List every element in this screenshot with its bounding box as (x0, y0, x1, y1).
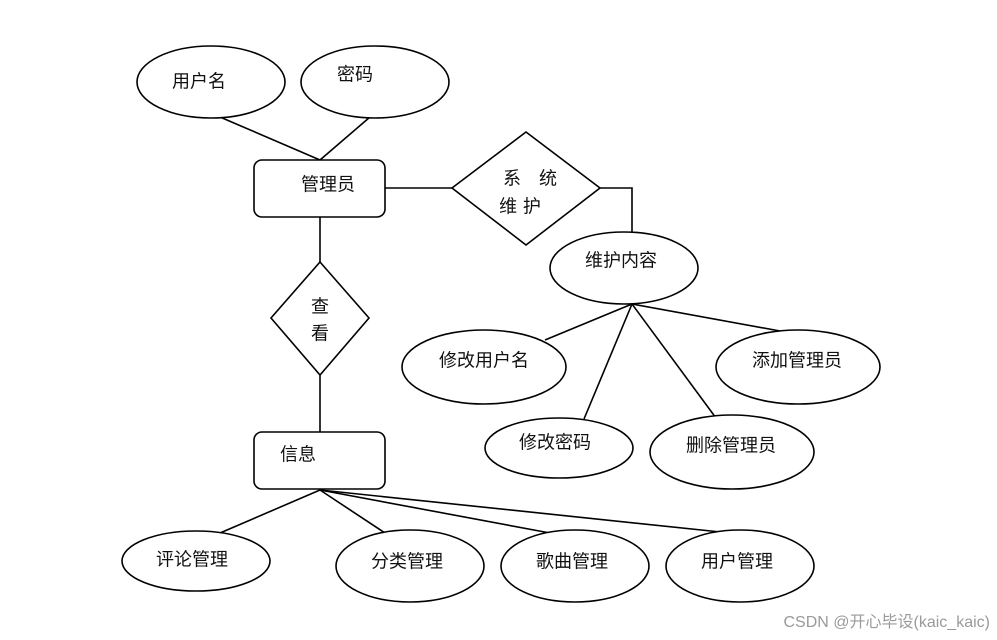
relationship-view: 查 看 (269, 260, 371, 377)
attribute-username: 用户名 (136, 45, 286, 119)
attribute-comment-mgmt-label: 评论管理 (156, 550, 228, 571)
attribute-comment-mgmt: 评论管理 (121, 530, 271, 592)
attribute-username-label: 用户名 (172, 72, 226, 93)
attribute-add-admin: 添加管理员 (715, 329, 881, 405)
attribute-category-mgmt-label: 分类管理 (371, 552, 443, 573)
relationship-maintain-line2: 维 护 (499, 197, 541, 218)
edge-username-admin (219, 116, 321, 161)
edge-info-category (319, 489, 386, 534)
entity-info-label: 信息 (280, 445, 316, 466)
edge-content-add-admin (631, 303, 781, 332)
attribute-modify-password-label: 修改密码 (519, 433, 591, 454)
edge-content-modify-username (544, 303, 633, 341)
attribute-add-admin-label: 添加管理员 (752, 351, 842, 372)
edge-password-admin (319, 116, 371, 161)
edge-info-comment (219, 489, 321, 534)
attribute-maintain-content: 维护内容 (549, 231, 699, 305)
relationship-view-line1: 查 (311, 297, 329, 318)
attribute-user-mgmt-label: 用户管理 (701, 552, 773, 573)
entity-admin: 管理员 (253, 159, 386, 218)
attribute-modify-username-label: 修改用户名 (439, 351, 529, 372)
entity-info: 信息 (253, 431, 386, 490)
watermark-text: CSDN @开心毕设(kaic_kaic) (784, 613, 991, 631)
connectors (219, 116, 781, 534)
attribute-delete-admin: 删除管理员 (649, 414, 815, 490)
relationship-view-line2: 看 (311, 324, 329, 345)
attribute-song-mgmt-label: 歌曲管理 (536, 552, 608, 573)
edge-info-user (319, 489, 731, 534)
attribute-user-mgmt: 用户管理 (665, 529, 815, 603)
edge-content-delete-admin (631, 303, 717, 419)
attribute-delete-admin-label: 删除管理员 (686, 436, 776, 457)
attribute-modify-username: 修改用户名 (401, 329, 567, 405)
attribute-category-mgmt: 分类管理 (335, 529, 485, 603)
edge-maintain-content (600, 187, 633, 236)
attribute-maintain-content-label: 维护内容 (585, 251, 657, 272)
attribute-password: 密码 (300, 45, 450, 119)
entity-admin-label: 管理员 (301, 175, 355, 196)
attribute-password-label: 密码 (337, 65, 373, 86)
edge-content-modify-password (583, 303, 633, 420)
relationship-system-maintain: 系 统 维 护 (450, 130, 602, 247)
attribute-song-mgmt: 歌曲管理 (500, 529, 650, 603)
edge-info-song (319, 489, 551, 534)
relationship-maintain-line1: 系 统 (503, 169, 557, 190)
attribute-modify-password: 修改密码 (484, 417, 634, 479)
